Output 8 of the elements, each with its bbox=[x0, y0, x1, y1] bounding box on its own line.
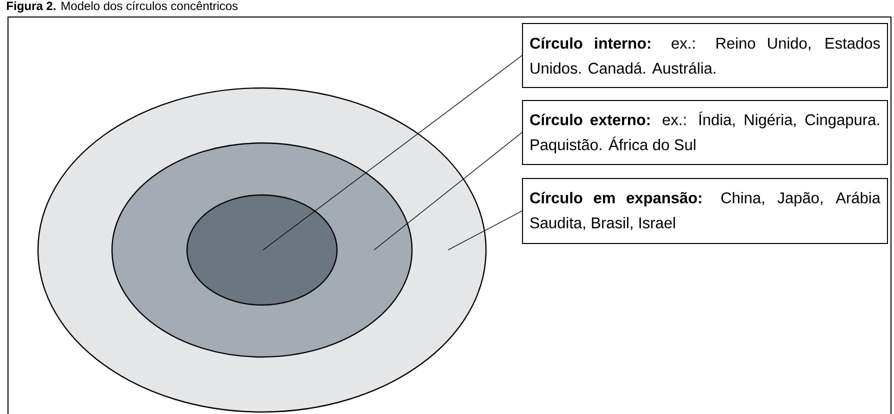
leader-line bbox=[374, 132, 522, 250]
leader-line bbox=[262, 55, 522, 250]
text-box: Círculo externo: ex.: Índia, Nigéria, Cingapura. Paquistão. África do Sul bbox=[522, 100, 888, 165]
text-box: Círculo interno: ex.: Reino Unido, Estados Unidos. Canadá. Austrália. bbox=[522, 23, 888, 88]
figure-title: Figura 2. Modelo dos círculos concêntricos bbox=[7, 1, 238, 13]
leader-line bbox=[448, 210, 522, 250]
ring-ellipse bbox=[186, 194, 338, 306]
text-box: Círculo em expansão: China, Japão, Arábia Saudita, Brasil, Israel bbox=[522, 178, 888, 244]
